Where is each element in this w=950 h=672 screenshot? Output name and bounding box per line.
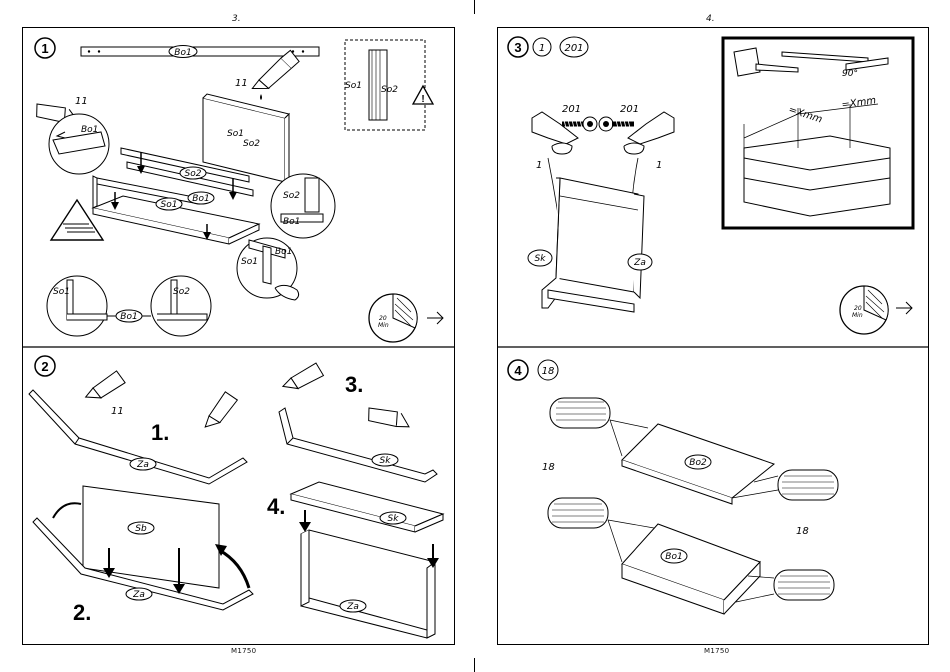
step3-badge: 3 bbox=[508, 37, 528, 57]
label-so2-warn: So2 bbox=[381, 85, 398, 95]
glue-bottle-icon bbox=[81, 370, 127, 403]
step4-qty-18: 18 bbox=[542, 366, 555, 377]
label-so1-corner: So1 bbox=[241, 257, 258, 267]
angle-label: 90° bbox=[842, 69, 858, 79]
label-so2-detail: So2 bbox=[173, 287, 190, 297]
label-so2-mid: So2 bbox=[185, 169, 202, 179]
timer-value-step3: 20 bbox=[854, 305, 862, 312]
warning-inset: So1 So2 ! bbox=[345, 40, 433, 130]
label-za-4: Za bbox=[346, 602, 359, 612]
arrow-right-icon bbox=[427, 312, 443, 324]
step3-qty-201: 201 bbox=[564, 43, 583, 54]
screw-icon-left bbox=[562, 117, 597, 131]
step3-number: 3 bbox=[514, 40, 521, 55]
corner-detail: So2 Bo1 bbox=[271, 174, 335, 238]
crop-mark bbox=[474, 0, 475, 14]
left-footer-code: M1750 bbox=[231, 647, 256, 655]
label-bo1-step4: Bo1 bbox=[665, 552, 682, 562]
step4-number: 4 bbox=[514, 363, 522, 378]
qty-badge-201: 201 bbox=[560, 37, 588, 57]
step2-badge: 2 bbox=[35, 356, 55, 376]
label-sk-3: Sk bbox=[380, 456, 392, 466]
hand-detail: Bo1 So1 bbox=[237, 238, 299, 300]
label-za-front: Za bbox=[633, 258, 646, 268]
timer-unit-step3: Min bbox=[852, 312, 863, 319]
qty-badge-1: 1 bbox=[533, 38, 551, 56]
runner-label-right: 1 bbox=[656, 160, 662, 171]
label-sk-side: Sk bbox=[535, 254, 547, 264]
drawer-frame-sk-za: Sk Za bbox=[528, 178, 652, 312]
crop-mark bbox=[474, 658, 475, 672]
shelf-bo2: Bo2 bbox=[622, 424, 774, 504]
label-so1-panel: So1 bbox=[227, 129, 244, 139]
front-panel-za-1: Za bbox=[29, 390, 247, 484]
qty-label-lower: 18 bbox=[796, 526, 809, 537]
step1-badge: 1 bbox=[35, 38, 55, 58]
dowel-icon bbox=[548, 498, 608, 528]
step4-badge: 4 bbox=[508, 360, 528, 380]
label-za-2: Za bbox=[132, 590, 145, 600]
step2-number: 2 bbox=[41, 359, 48, 374]
step3-qty-1: 1 bbox=[539, 43, 545, 54]
label-za-1: Za bbox=[136, 460, 149, 470]
measurement-inset: 90° =Xmm =Xmm bbox=[723, 38, 913, 228]
right-footer-code: M1750 bbox=[704, 647, 729, 655]
drawer-frame-za: Za bbox=[301, 530, 435, 638]
qty-label-upper: 18 bbox=[542, 462, 555, 473]
joint-detail-right: So2 bbox=[151, 276, 211, 336]
screw-label-left: 201 bbox=[562, 104, 581, 115]
runner-left bbox=[532, 112, 578, 154]
label-bo1-mid: Bo1 bbox=[192, 194, 209, 204]
right-page-number: 4. bbox=[706, 14, 715, 24]
label-so2-panel: So2 bbox=[243, 139, 260, 149]
svg-text:!: ! bbox=[421, 94, 424, 105]
label-bo1-top: Bo1 bbox=[174, 48, 191, 58]
qty-badge-18: 18 bbox=[538, 360, 558, 380]
side-panel-sk-4: Sk bbox=[291, 482, 443, 532]
step1-number: 1 bbox=[41, 41, 48, 56]
label-so2-corner: So2 bbox=[283, 191, 300, 201]
glue-qty-step2: 11 bbox=[111, 406, 124, 417]
runner-right bbox=[624, 112, 674, 154]
timer-icon: 20 Min bbox=[840, 286, 888, 334]
label-bo1-zoom: Bo1 bbox=[81, 125, 98, 135]
dowel-icon bbox=[774, 570, 834, 600]
dowel-icon bbox=[550, 398, 610, 428]
screw-icon-right bbox=[599, 117, 634, 131]
label-bo1-bottom: Bo1 bbox=[120, 312, 137, 322]
label-sk-4: Sk bbox=[388, 514, 400, 524]
glue-qty-a: 11 bbox=[235, 78, 248, 89]
left-page-frame: 1 Bo1 11 So1 So2 So1 So2 ! 11 bbox=[22, 27, 455, 645]
runner-label-left: 1 bbox=[536, 160, 542, 171]
label-so1-warn: So1 bbox=[345, 81, 362, 91]
sub-step-4: 4. bbox=[267, 494, 285, 519]
sub-step-1: 1. bbox=[151, 420, 169, 445]
label-sb: Sb bbox=[135, 524, 147, 534]
arrow-right-icon bbox=[896, 302, 912, 314]
left-page-number: 3. bbox=[232, 14, 241, 24]
glue-bottle-icon bbox=[196, 389, 241, 431]
sub-step-2: 2. bbox=[73, 600, 91, 625]
joint-detail-left: So1 bbox=[47, 276, 107, 336]
label-so1-mid: So1 bbox=[161, 200, 178, 210]
glue-bottle-icon bbox=[279, 362, 325, 392]
right-page-drawing: 3 1 201 201 201 1 1 Sk Za bbox=[498, 28, 929, 645]
label-bo1-detail: Bo1 bbox=[275, 247, 292, 257]
label-so1-detail: So1 bbox=[53, 287, 70, 297]
left-page-drawing: 1 Bo1 11 So1 So2 So1 So2 ! 11 bbox=[23, 28, 455, 645]
sub-step-3: 3. bbox=[345, 372, 363, 397]
dowel-icon bbox=[778, 470, 838, 500]
shelf-bo1: Bo1 bbox=[622, 524, 760, 614]
right-page-frame: 3 1 201 201 201 1 1 Sk Za bbox=[497, 27, 929, 645]
timer-unit: Min bbox=[378, 322, 389, 329]
screw-label-right: 201 bbox=[620, 104, 639, 115]
label-bo2: Bo2 bbox=[689, 458, 707, 468]
glue-bottle-icon bbox=[365, 402, 413, 434]
timer-value: 20 bbox=[379, 315, 387, 322]
glue-qty-b: 11 bbox=[75, 96, 88, 107]
side-panel-sk-3: Sk bbox=[279, 408, 437, 482]
label-bo1-corner: Bo1 bbox=[283, 217, 300, 227]
timer-icon: 20 Min bbox=[369, 294, 417, 342]
